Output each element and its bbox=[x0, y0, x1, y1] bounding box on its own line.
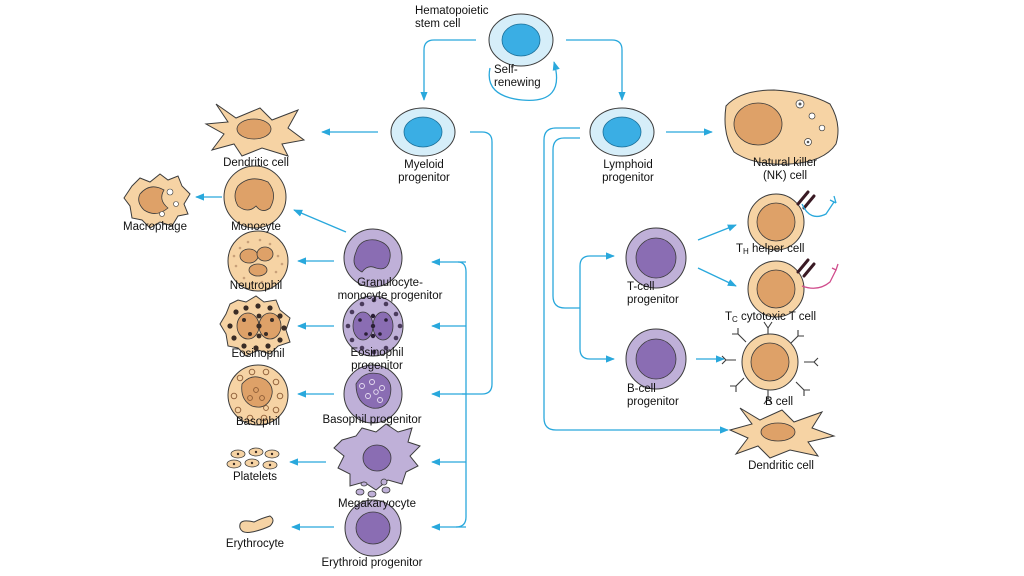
arrow-tprog-to-tc bbox=[697, 267, 737, 287]
b-cell-icon bbox=[721, 321, 819, 405]
gm-progenitor-label: Granulocyte- monocyte progenitor bbox=[338, 277, 443, 303]
arrow-self-renewing bbox=[488, 61, 560, 101]
nk-cell-label: Natural killer (NK) cell bbox=[753, 157, 817, 183]
stem-cell-label: Hematopoietic stem cell bbox=[415, 5, 489, 31]
nk-cell-icon bbox=[724, 89, 839, 165]
eosinophil-progenitor-label: Eosinophil progenitor bbox=[350, 347, 403, 373]
th-helper-cell-label: TH helper cell bbox=[736, 243, 804, 258]
arrow-stem-to-myeloid bbox=[420, 39, 476, 101]
eosinophil-progenitor-label-text: Eosinophil progenitor bbox=[350, 347, 404, 372]
monocyte-label: Monocyte bbox=[231, 221, 281, 233]
platelets-label: Platelets bbox=[232, 471, 278, 483]
b-cell-progenitor-icon bbox=[625, 328, 687, 390]
b-cell-progenitor-label: B-cell progenitor bbox=[627, 383, 679, 409]
lymphoid-progenitor-label: Lymphoid progenitor bbox=[602, 159, 654, 185]
th-prefix: T bbox=[736, 243, 744, 255]
t-cell-progenitor-label: T-cell progenitor bbox=[627, 281, 679, 307]
gm-progenitor-label-text: Granulocyte- monocyte progenitor bbox=[337, 277, 443, 302]
tc-subscript: C bbox=[732, 315, 738, 324]
neutrophil-label: Neutrophil bbox=[229, 280, 283, 292]
platelets-icon bbox=[226, 447, 280, 470]
gm-progenitor-icon bbox=[343, 228, 403, 288]
erythroid-progenitor-icon bbox=[344, 499, 402, 557]
self-renewing-label-text: Self- renewing bbox=[494, 64, 541, 89]
b-cell-progenitor-label-text: B-cell progenitor bbox=[627, 383, 679, 408]
tc-suffix: cytotoxic T cell bbox=[737, 311, 816, 323]
eosinophil-label: Eosinophil bbox=[231, 348, 285, 360]
stem-cell-icon bbox=[488, 13, 554, 67]
arrow-stem-to-lymphoid bbox=[566, 39, 626, 101]
erythrocyte-icon bbox=[239, 515, 274, 533]
th-suffix: helper cell bbox=[748, 243, 805, 255]
nk-cell-label-text: Natural killer (NK) cell bbox=[753, 157, 817, 182]
dendritic-cell-right-icon bbox=[728, 407, 836, 459]
t-cell-progenitor-icon bbox=[625, 227, 687, 289]
myeloid-progenitor-label: Myeloid progenitor bbox=[398, 159, 450, 185]
lymphoid-progenitor-icon bbox=[589, 107, 655, 157]
arrow-myeloid-trunk bbox=[462, 131, 493, 395]
erythrocyte-label: Erythrocyte bbox=[225, 538, 285, 550]
macrophage-icon bbox=[123, 173, 191, 229]
arrow-to-tcell-prog bbox=[579, 252, 615, 308]
megakaryocyte-label: Megakaryocyte bbox=[338, 498, 416, 510]
tc-cytotoxic-cell-label: TC cytotoxic T cell bbox=[725, 311, 816, 326]
arrow-lymphoid-trunk-outer bbox=[543, 127, 729, 434]
monocyte-icon bbox=[223, 165, 287, 229]
erythroid-progenitor-label: Erythroid progenitor bbox=[321, 557, 423, 569]
macrophage-label: Macrophage bbox=[123, 221, 187, 233]
th-subscript: H bbox=[743, 247, 749, 256]
stem-cell-label-text: Hematopoietic stem cell bbox=[415, 5, 489, 30]
basophil-icon bbox=[227, 364, 289, 426]
basophil-label: Basophil bbox=[235, 416, 281, 428]
arrow-to-bcell-prog bbox=[579, 308, 615, 363]
arrow-gm-to-monocyte bbox=[293, 209, 347, 233]
eosinophil-icon bbox=[219, 295, 291, 357]
arrow-lymphoid-trunk-inner bbox=[552, 137, 580, 309]
dendritic-cell-right-label: Dendritic cell bbox=[748, 460, 814, 472]
eosinophil-progenitor-icon bbox=[342, 295, 404, 357]
tc-prefix: T bbox=[725, 311, 733, 323]
self-renewing-label: Self- renewing bbox=[494, 64, 541, 90]
myeloid-progenitor-icon bbox=[390, 107, 456, 157]
myeloid-progenitor-label-text: Myeloid progenitor bbox=[398, 159, 450, 184]
arrow-tprog-to-th bbox=[697, 224, 737, 241]
dendritic-cell-left-icon bbox=[204, 103, 306, 157]
th-helper-cell-icon bbox=[747, 190, 837, 251]
dendritic-cell-left-label: Dendritic cell bbox=[223, 157, 289, 169]
b-cell-label: B cell bbox=[764, 396, 794, 408]
lymphoid-progenitor-label-text: Lymphoid progenitor bbox=[602, 159, 654, 184]
basophil-progenitor-label: Basophil progenitor bbox=[322, 414, 422, 426]
t-cell-progenitor-label-text: T-cell progenitor bbox=[627, 281, 679, 306]
megakaryocyte-icon bbox=[333, 423, 421, 498]
basophil-progenitor-icon bbox=[343, 364, 403, 424]
neutrophil-icon bbox=[227, 230, 289, 292]
arrows bbox=[195, 39, 737, 531]
tc-cytotoxic-cell-icon bbox=[747, 258, 839, 318]
